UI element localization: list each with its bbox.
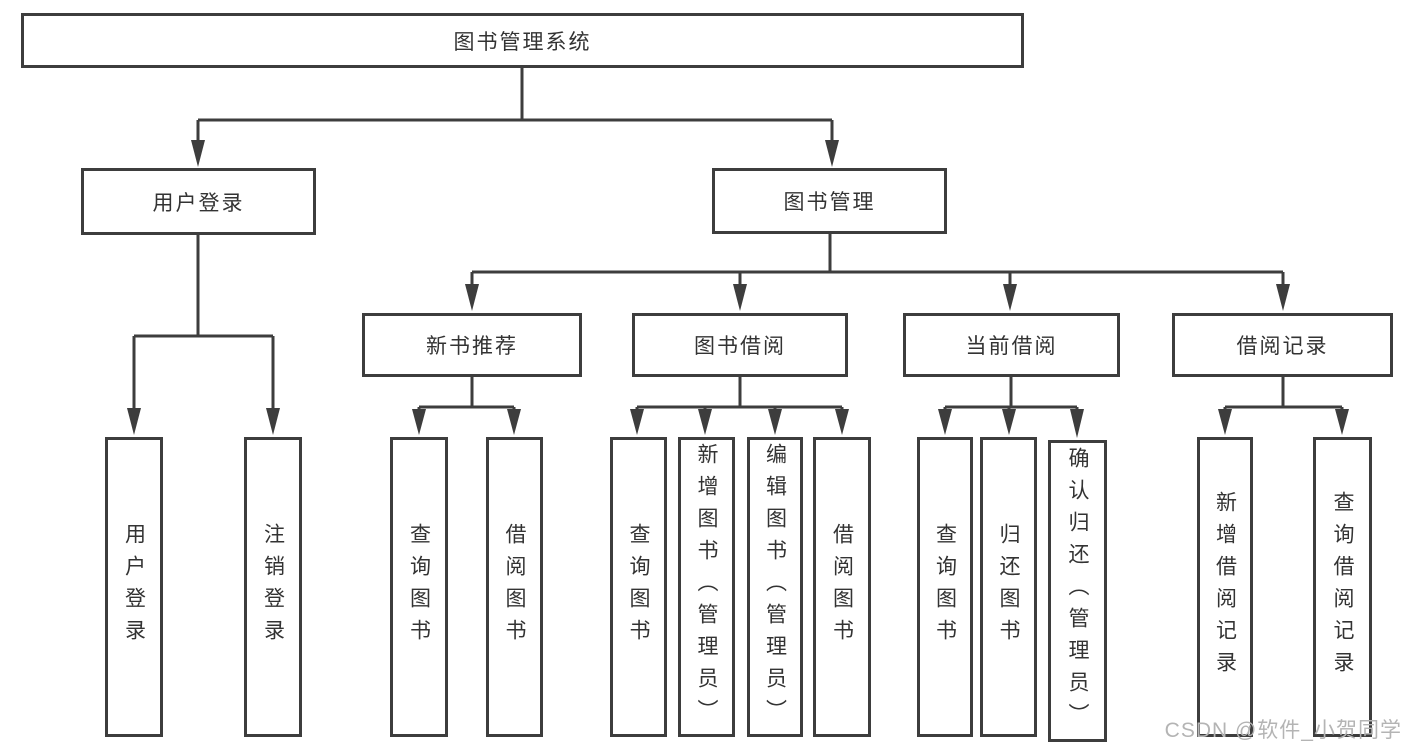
arrowhead: [825, 140, 839, 167]
connector-bookborrow-to-leaves: [635, 377, 844, 413]
node-library-management-system: 图书管理系统: [21, 13, 1024, 68]
arrowhead: [1276, 284, 1290, 311]
node-borrow-records: 借阅记录: [1172, 313, 1393, 377]
arrowhead: [835, 409, 849, 435]
arrowhead: [127, 408, 141, 435]
leaf-query-borrow-record: 查询借阅记录: [1313, 437, 1372, 737]
leaf-borrow-books: 借阅图书: [813, 437, 871, 737]
arrowheads: [127, 140, 1349, 438]
node-user-login: 用户登录: [81, 168, 316, 235]
arrowhead: [938, 409, 952, 435]
leaf-query-books: 查询图书: [917, 437, 973, 737]
node-book-management: 图书管理: [712, 168, 947, 234]
connector-root-to-level2: [196, 68, 834, 142]
leaf-query-books: 查询图书: [390, 437, 448, 737]
node-book-borrow: 图书借阅: [632, 313, 848, 377]
leaf-add-books-admin: 新增图书（管理员）: [678, 437, 735, 737]
arrowhead: [412, 409, 426, 435]
leaf-add-borrow-record: 新增借阅记录: [1197, 437, 1253, 737]
leaf-borrow-books: 借阅图书: [486, 437, 543, 737]
arrowhead: [698, 409, 712, 435]
leaf-query-books: 查询图书: [610, 437, 667, 737]
leaf-confirm-return-admin: 确认归还（管理员）: [1048, 440, 1107, 742]
arrowhead: [1218, 409, 1232, 435]
leaf-return-books: 归还图书: [980, 437, 1037, 737]
leaf-edit-books-admin: 编辑图书（管理员）: [747, 437, 803, 737]
connector-userlogin-to-leaves: [132, 235, 275, 410]
arrowhead: [1335, 409, 1349, 435]
arrowhead: [266, 408, 280, 435]
node-current-borrow: 当前借阅: [903, 313, 1120, 377]
node-new-book-recommend: 新书推荐: [362, 313, 582, 377]
arrowhead: [1070, 409, 1084, 438]
connector-newbooks-to-leaves: [417, 377, 516, 413]
arrowhead: [733, 284, 747, 311]
arrowhead: [507, 409, 521, 435]
arrowhead: [191, 140, 205, 167]
arrowhead: [465, 284, 479, 311]
csdn-watermark: CSDN @软件_小贺同学: [1164, 719, 1402, 742]
connector-currentborrow-to-leaves: [943, 377, 1079, 413]
arrowhead: [768, 409, 782, 435]
arrowhead: [1003, 284, 1017, 311]
connector-borrowrecords-to-leaves: [1223, 377, 1344, 413]
arrowhead: [1002, 409, 1016, 435]
leaf-user-login: 用户登录: [105, 437, 163, 737]
leaf-logout: 注销登录: [244, 437, 302, 737]
connector-bookmgmt-to-level3: [470, 234, 1285, 286]
arrowhead: [630, 409, 644, 435]
